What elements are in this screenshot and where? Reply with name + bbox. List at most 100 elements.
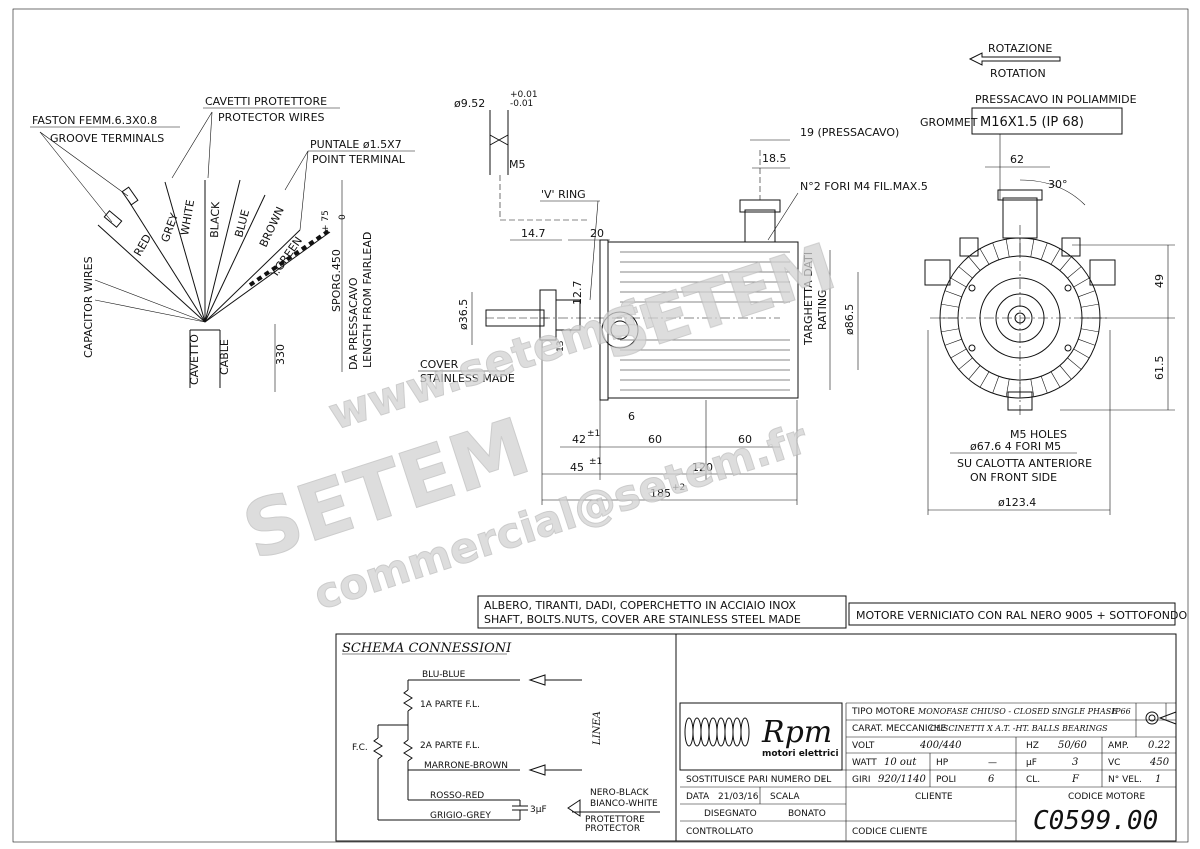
schema-protector: PROTECTOR xyxy=(585,824,640,834)
disegnato-label: DISEGNATO xyxy=(704,809,757,819)
capacitor-wires-label: CAPACITOR WIRES xyxy=(82,256,95,358)
grommet-label: GROMMET xyxy=(920,116,978,129)
poli-label: POLI xyxy=(936,775,956,785)
cooling-fin xyxy=(941,328,959,333)
dim-86-5: ø86.5 xyxy=(843,304,856,335)
schema-grigio: GRIGIO-GREY xyxy=(430,811,491,821)
cooling-fin xyxy=(958,266,973,279)
dim-45: 45 xyxy=(570,461,584,474)
rotation-label-it: ROTAZIONE xyxy=(988,42,1052,55)
dim-42-tol: ±1 xyxy=(587,429,600,439)
v-ring-label: 'V' RING xyxy=(541,188,586,201)
dim-62: 62 xyxy=(1010,153,1024,166)
targhetta-label: TARGHETTA DATI xyxy=(802,252,815,346)
disegnato-value: BONATO xyxy=(788,809,826,819)
cover-label: COVER xyxy=(420,358,459,371)
cooling-fin xyxy=(1059,256,1072,271)
calotta-label-en: ON FRONT SIDE xyxy=(970,471,1057,484)
sporg-label: SPORG.450 xyxy=(330,249,343,312)
point-terminal-label-en: POINT TERMINAL xyxy=(312,153,406,166)
carat-label: CARAT. MECCANICHE xyxy=(852,724,947,734)
giri-value: 920/1140 xyxy=(878,774,927,785)
shaft-tol-top: +0.01 xyxy=(510,90,538,100)
data-label: DATA xyxy=(686,792,710,802)
sporg-tol2: 0 xyxy=(338,214,348,220)
schema-marrone: MARRONE-BROWN xyxy=(424,761,508,771)
uf-label: μF xyxy=(1026,758,1037,768)
cooling-fin xyxy=(1030,379,1035,397)
schema-linea: LINEA xyxy=(592,711,603,746)
dim-42: 42 xyxy=(572,433,586,446)
dim-61-5: 61.5 xyxy=(1153,356,1166,381)
schema-cap: 3μF xyxy=(530,805,547,815)
cooling-fin xyxy=(968,365,981,380)
sporg-tol: + 75 xyxy=(321,210,331,232)
dim-45-tol: ±1 xyxy=(589,457,602,467)
cooling-fin xyxy=(1030,239,1035,257)
watt-value: 10 out xyxy=(884,757,917,768)
cooling-fin xyxy=(1050,371,1061,388)
wire-label-black: BLACK xyxy=(208,201,222,238)
wiring-diagram: FASTON FEMM.6.3X0.8 GROOVE TERMINALS CAV… xyxy=(30,95,415,392)
vc-value: 450 xyxy=(1149,757,1170,768)
dim-123-4: ø123.4 xyxy=(998,496,1036,509)
cable-label: CABLE xyxy=(218,339,231,375)
dim-120: 120 xyxy=(692,461,713,474)
da-pressacavo-label: DA PRESSACAVO xyxy=(347,277,360,370)
point-terminal-label: PUNTALE ø1.5X7 xyxy=(310,138,402,151)
tipo-value: MONOFASE CHIUSO - CLOSED SINGLE PHASE xyxy=(917,707,1117,716)
dim-185-tol: +2 xyxy=(672,483,685,493)
data-value: 21/03/16 xyxy=(718,792,759,802)
dim-6: 6 xyxy=(628,410,635,423)
dim-19-pressacavo: 19 (PRESSACAVO) xyxy=(800,126,899,139)
motor-side-view: ø9.52 +0.01 -0.01 M5 'V' RING 14.7 20 12… xyxy=(418,90,928,505)
hz-value: 50/60 xyxy=(1058,740,1087,751)
carat-value: CUSCINETTI X A.T. -HT. BALLS BEARINGS xyxy=(930,724,1108,733)
codice-cliente-label: CODICE CLIENTE xyxy=(852,827,928,837)
cooling-fin xyxy=(992,376,1000,394)
schema-protettore: PROTETTORE xyxy=(585,815,645,825)
cooling-fin xyxy=(1067,357,1082,370)
wire-label-brown: BROWN xyxy=(257,205,287,249)
grommet-value: M16X1.5 (IP 68) xyxy=(980,115,1084,130)
codice-motore-label: CODICE MOTORE xyxy=(1068,792,1145,802)
nvel-value: 1 xyxy=(1155,774,1161,785)
amp-value: 0.22 xyxy=(1148,740,1170,751)
faston-label: FASTON FEMM.6.3X0.8 xyxy=(32,114,157,127)
schema-parte2: 2A PARTE F.L. xyxy=(420,741,480,751)
calotta-label: SU CALOTTA ANTERIORE xyxy=(957,457,1092,470)
schema-title: SCHEMA CONNESSIONI xyxy=(342,641,512,656)
cl-label: CL. xyxy=(1026,775,1040,785)
brand-sub: motori elettrici xyxy=(762,749,839,759)
grommet-box xyxy=(971,107,1123,135)
rotation-label-en: ROTATION xyxy=(990,67,1046,80)
brand-logo: Rpm xyxy=(761,715,832,750)
m5-holes-label: M5 HOLES xyxy=(1010,428,1067,441)
sostituisce-label: SOSTITUISCE PARI NUMERO DEL xyxy=(686,775,831,785)
dim-12-7: 12.7 xyxy=(571,281,584,306)
cooling-fin xyxy=(1040,376,1048,394)
fori-m5-label: ø67.6 4 FORI M5 xyxy=(970,440,1061,453)
wire-label-ygreen: Y.GREEN xyxy=(267,234,305,280)
sostituisce-value: - xyxy=(822,775,825,785)
dim-60-a: 60 xyxy=(648,433,662,446)
dim-13: 13 xyxy=(556,341,566,352)
dim-60-b: 60 xyxy=(738,433,752,446)
cooling-fin xyxy=(950,277,967,288)
cooling-fin xyxy=(1081,328,1099,333)
schema-rosso: ROSSO-RED xyxy=(430,791,484,801)
hp-value: — xyxy=(988,758,997,768)
paint-note: MOTORE VERNICIATO CON RAL NERO 9005 + SO… xyxy=(856,609,1187,622)
cooling-fin xyxy=(1050,248,1061,265)
length-fairlead-label: LENGTH FROM FAIRLEAD xyxy=(361,232,374,368)
cooling-fin xyxy=(1073,277,1090,288)
wire-label-white: WHITE xyxy=(178,199,197,237)
cl-value: F xyxy=(1071,774,1080,785)
sheet-border xyxy=(12,8,1189,843)
schema-blu: BLU-BLUE xyxy=(422,670,466,680)
protector-label-en: PROTECTOR WIRES xyxy=(218,111,325,124)
dim-20: 20 xyxy=(590,227,604,240)
schema-fc: F.C. xyxy=(352,743,368,753)
